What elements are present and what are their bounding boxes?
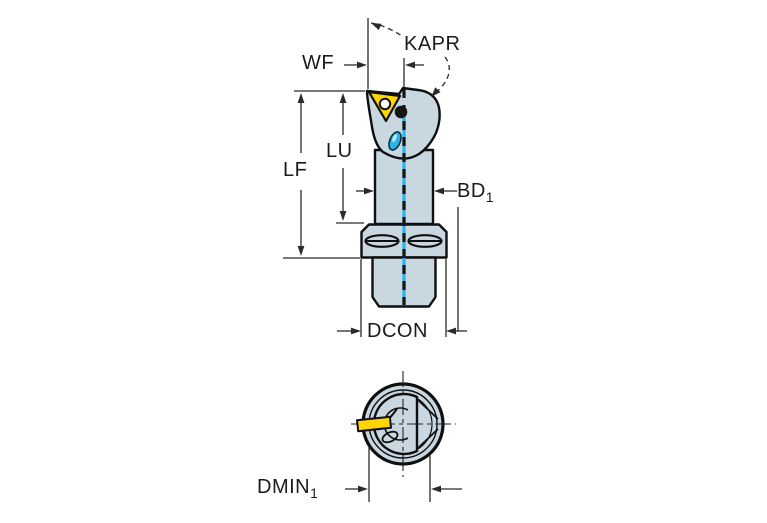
label-wf: WF (302, 52, 335, 74)
kapr-angle-leader (370, 22, 450, 97)
tool-side-view (360, 86, 448, 308)
bd1-dimension (356, 187, 459, 331)
flange-slots (364, 234, 443, 248)
dimension-annotations (283, 18, 467, 337)
label-lf: LF (283, 159, 308, 181)
lf-dimension (283, 93, 360, 259)
label-lu: LU (326, 140, 353, 162)
end-view-coolant-hole (381, 430, 399, 444)
lu-dimension (336, 93, 364, 224)
insert-hole (378, 97, 392, 111)
label-kapr: KAPR (404, 33, 461, 55)
coolant-hole (388, 131, 402, 151)
crosshair-centerlines (351, 371, 456, 477)
clamp-screw (394, 105, 408, 119)
wf-dimension (344, 61, 424, 69)
end-view-insert (356, 415, 392, 433)
dmin1-dimension (345, 446, 462, 502)
dcon-dimension (337, 259, 467, 337)
label-dcon: DCON (367, 320, 428, 342)
tool-end-view (351, 371, 456, 477)
label-bd1: BD1 (457, 180, 494, 205)
label-dmin1: DMIN1 (257, 476, 318, 501)
